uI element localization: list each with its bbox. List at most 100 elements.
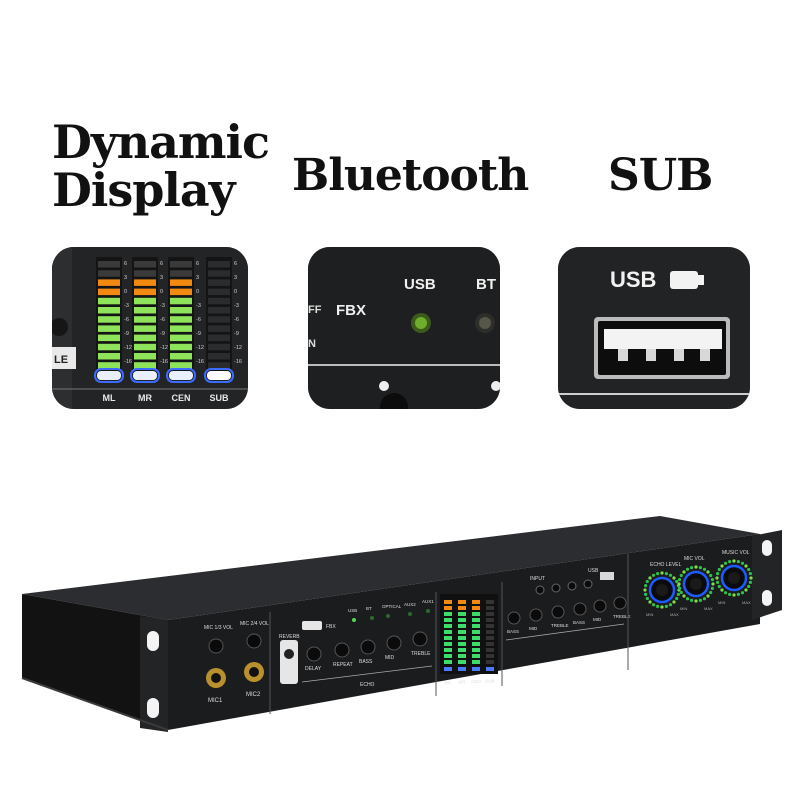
echo-knob[interactable] xyxy=(360,639,376,655)
reverb-knob[interactable] xyxy=(284,649,294,659)
echo-knob[interactable] xyxy=(386,635,402,651)
device-meter-segment xyxy=(486,648,494,652)
meter-segment xyxy=(208,261,230,268)
device-meter-segment xyxy=(458,642,466,646)
device-meter-segment xyxy=(486,606,494,610)
echo-knob-label: TREBLE xyxy=(411,651,431,657)
volume-knob[interactable] xyxy=(715,559,753,597)
device-meter-label: MR xyxy=(459,680,467,685)
input-source-label: AUX2 xyxy=(404,602,416,607)
heading-bluetooth: Bluetooth xyxy=(292,150,529,201)
meter-segment xyxy=(170,307,192,314)
meter-scale-label: 6 xyxy=(234,261,237,267)
meter-segment xyxy=(98,325,120,332)
eq-knob[interactable] xyxy=(573,602,587,616)
device-meter-base xyxy=(486,667,494,671)
mic1-label: MIC1 xyxy=(208,698,223,704)
meter-scale-label: 0 xyxy=(124,289,127,295)
mic24-label: MIC 2/4 VOL xyxy=(240,621,269,627)
mic24-vol-knob[interactable] xyxy=(246,633,262,649)
fbx-label: FBX xyxy=(336,302,366,319)
device-meter-segment xyxy=(444,636,452,640)
meter-segment xyxy=(208,316,230,323)
eq-knob[interactable] xyxy=(551,605,565,619)
volume-knob[interactable] xyxy=(677,565,715,603)
meter-segment xyxy=(134,316,156,323)
meter-segment xyxy=(208,353,230,360)
device-meter-segment xyxy=(486,660,494,664)
rack-ear-right xyxy=(752,530,782,620)
eq-knob-label: TREBLE xyxy=(551,623,569,628)
meter-segment xyxy=(208,288,230,296)
input-led xyxy=(352,618,356,622)
device-meter-segment xyxy=(444,642,452,646)
meter-scale-label: -6 xyxy=(234,317,239,323)
device-meter-segment xyxy=(472,624,480,628)
eq-knob[interactable] xyxy=(507,611,521,625)
device-meter-segment xyxy=(472,660,480,664)
input-source-label: BT xyxy=(366,606,372,611)
mic13-label: MIC 1/3 VOL xyxy=(204,625,233,631)
fbx-switch[interactable] xyxy=(302,621,322,630)
input-select-button[interactable] xyxy=(535,585,545,595)
meter-base-led xyxy=(207,371,231,380)
meter-segment xyxy=(98,288,120,296)
volume-knob[interactable] xyxy=(643,571,681,609)
device-meter-column xyxy=(486,600,494,671)
bluetooth-closeup: FF N FBX USB BT xyxy=(308,247,500,409)
input-led xyxy=(386,614,390,618)
eq-knob[interactable] xyxy=(593,599,607,613)
device-meter-segment xyxy=(486,600,494,604)
echo-knob-label: MID xyxy=(385,655,395,661)
eq-knob-label: MID xyxy=(529,626,538,631)
meter-segment xyxy=(98,297,120,305)
echo-knob[interactable] xyxy=(412,631,428,647)
input-select-button[interactable] xyxy=(567,581,577,591)
meter-scale-label: -16 xyxy=(234,359,242,365)
mic13-vol-knob[interactable] xyxy=(208,638,224,654)
meter-scale-label: -3 xyxy=(196,303,201,309)
input-select-button[interactable] xyxy=(583,579,593,589)
min-label: MIN xyxy=(718,600,725,605)
bt-label: BT xyxy=(476,276,496,293)
usb-port-small[interactable] xyxy=(600,572,614,580)
device-meter-base xyxy=(444,667,452,671)
meter-segment xyxy=(170,343,192,351)
input-led xyxy=(370,616,374,620)
device-meter-segment xyxy=(486,654,494,658)
meter-scale-label: -12 xyxy=(196,345,204,351)
input-select-button[interactable] xyxy=(551,583,561,593)
meter-scale-label: 3 xyxy=(196,275,199,281)
meter-base-led xyxy=(133,371,157,380)
echo-knob[interactable] xyxy=(334,642,350,658)
meter-segment xyxy=(134,270,156,277)
meter-segment xyxy=(170,297,192,305)
meter-segment xyxy=(170,288,192,296)
meter-scale-label: -9 xyxy=(196,331,201,337)
echo-knob[interactable] xyxy=(306,646,322,662)
device-meter-segment xyxy=(444,624,452,628)
meter-segment xyxy=(208,343,230,351)
eq-knob[interactable] xyxy=(613,596,627,610)
meter-scale-label: 0 xyxy=(160,289,163,295)
meter-scale-label: -9 xyxy=(234,331,239,337)
input-source-label: USB xyxy=(348,608,357,613)
meter-segment xyxy=(170,316,192,323)
device-meter-segment xyxy=(486,624,494,628)
meter-segment xyxy=(208,325,230,332)
meter-base-led xyxy=(97,371,121,380)
device-meter-segment xyxy=(472,606,480,610)
reverb-label: REVERB xyxy=(279,634,300,640)
meter-segment xyxy=(208,362,230,369)
meter-segment xyxy=(170,362,192,369)
usb-closeup: USB xyxy=(558,247,750,409)
device-meter-segment xyxy=(444,648,452,652)
meter-column: 630-3-6-9-12-16 xyxy=(130,257,168,383)
meter-segment xyxy=(98,353,120,360)
usb-port[interactable] xyxy=(594,317,730,379)
device-meter-base xyxy=(458,667,466,671)
device-meter-label: SUB xyxy=(485,679,494,684)
meter-scale-label: -6 xyxy=(160,317,165,323)
eq-knob[interactable] xyxy=(529,608,543,622)
